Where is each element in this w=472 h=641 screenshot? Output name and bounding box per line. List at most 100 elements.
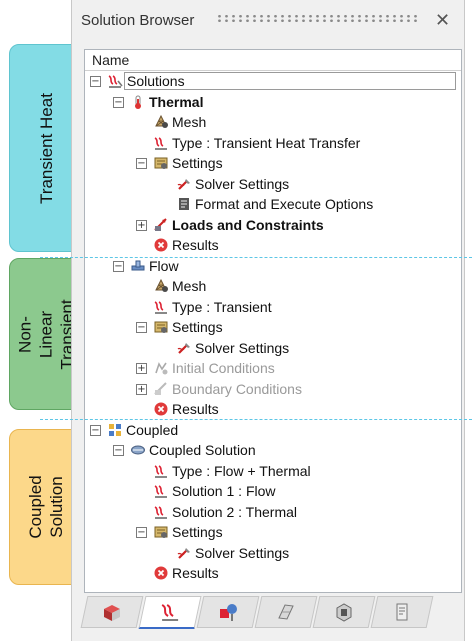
collapse-thermal-toggle[interactable]: −	[113, 96, 124, 108]
panel-title: Solution Browser	[81, 12, 195, 29]
results-icon	[153, 565, 169, 581]
tree-node-label: Settings	[172, 155, 223, 171]
tree-node-label: Settings	[172, 319, 223, 335]
tree-node-boundary-conditions[interactable]: Boundary Conditions	[153, 379, 302, 399]
collapse-coupled-toggle[interactable]: −	[90, 424, 101, 436]
tree-node-mesh[interactable]: Mesh	[153, 276, 206, 296]
mesh-icon	[153, 278, 169, 294]
collapse-settings-toggle[interactable]: −	[136, 158, 147, 169]
type-icon	[153, 135, 169, 151]
mesh-icon	[153, 114, 169, 130]
tree-node-label: Type : Flow + Thermal	[172, 462, 311, 479]
coupled-icon	[107, 422, 123, 438]
browser-tab-6[interactable]	[370, 596, 434, 628]
tree-node-label: Results	[172, 237, 219, 253]
type-icon	[153, 299, 169, 315]
tree-node-solver-settings[interactable]: Solver Settings	[176, 338, 289, 358]
browser-tab-5[interactable]	[312, 596, 376, 628]
tree-node-results[interactable]: Results	[153, 563, 219, 583]
tree-node-results[interactable]: Results	[153, 399, 219, 419]
tree-node-label: Boundary Conditions	[172, 380, 302, 397]
tree-node-type-flow-thermal[interactable]: Type : Flow + Thermal	[153, 461, 311, 481]
type-icon	[153, 483, 169, 499]
script-tab-icon	[391, 601, 413, 623]
parts-tab-icon	[217, 601, 239, 623]
geometry-tab-icon	[275, 601, 297, 623]
tree-node-label: Coupled	[126, 421, 179, 438]
browser-tab-2[interactable]	[138, 596, 202, 629]
solver-settings-icon	[176, 340, 192, 356]
tree-node-label: Mesh	[172, 114, 207, 130]
initial-conditions-icon	[153, 360, 169, 376]
view-tab-icon	[333, 601, 355, 623]
tree-node-coupled-solution[interactable]: Coupled Solution	[130, 440, 256, 460]
tree-node-label: Solver Settings	[195, 544, 290, 561]
browser-tab-1[interactable]	[80, 596, 144, 628]
tree-node-solutions[interactable]: Solutions	[107, 71, 456, 91]
collapse-settings-toggle[interactable]: −	[136, 322, 147, 333]
thermal-icon	[130, 94, 146, 110]
browser-tab-3[interactable]	[196, 596, 260, 628]
model-cubes-icon	[101, 601, 123, 623]
tree-node-mesh[interactable]: Mesh	[153, 112, 206, 132]
tree-node-flow[interactable]: Flow	[130, 256, 179, 276]
browser-tab-4[interactable]	[254, 596, 318, 628]
collapse-flow-toggle[interactable]: −	[113, 260, 124, 272]
tree-node-solver-settings[interactable]: Solver Settings	[176, 543, 289, 563]
tree-node-settings[interactable]: Settings	[153, 522, 223, 542]
solver-settings-icon	[176, 545, 192, 561]
tree-node-label: Mesh	[172, 278, 207, 294]
tree-node-label: Coupled Solution	[149, 442, 256, 458]
tree-node-label: Loads and Constraints	[172, 216, 324, 233]
tree-node-initial-conditions[interactable]: Initial Conditions	[153, 358, 275, 378]
solution-browser-panel: Solution Browser ✕ Name −Solutions−Therm…	[71, 0, 465, 641]
flow-icon	[130, 258, 146, 274]
tree-node-label: Type : Transient	[172, 298, 272, 315]
tree-node-settings[interactable]: Settings	[153, 317, 223, 337]
type-icon	[153, 504, 169, 520]
settings-icon	[153, 155, 169, 171]
tree-node-label: Solution 1 : Flow	[172, 483, 276, 499]
results-icon	[153, 401, 169, 417]
tree-node-settings[interactable]: Settings	[153, 153, 223, 173]
tree-node-label: Results	[172, 565, 219, 581]
tree-node-label: Results	[172, 401, 219, 417]
expand-loads-and-constraints-toggle[interactable]: +	[136, 219, 147, 231]
type-icon	[153, 463, 169, 479]
close-icon[interactable]: ✕	[435, 10, 451, 30]
collapse-coupled-solution-toggle[interactable]: −	[113, 445, 124, 456]
drag-grip-handle[interactable]	[216, 14, 421, 23]
expand-boundary-conditions-toggle[interactable]: +	[136, 383, 147, 395]
tree-node-type-transient[interactable]: Type : Transient	[153, 297, 272, 317]
tree-header-name[interactable]: Name	[85, 50, 461, 71]
tree-node-solver-settings[interactable]: Solver Settings	[176, 174, 289, 194]
tree-node-label: Flow	[149, 257, 179, 274]
tree-node-format-and-execute-options[interactable]: Format and Execute Options	[176, 194, 373, 214]
results-icon	[153, 237, 169, 253]
tree-node-type-transient-heat-transfer[interactable]: Type : Transient Heat Transfer	[153, 133, 360, 153]
coupled-solution-label: Coupled Solution	[9, 429, 83, 585]
tree-node-coupled[interactable]: Coupled	[107, 420, 178, 440]
coupled-solution-text: Coupled Solution	[26, 475, 66, 539]
tree-node-results[interactable]: Results	[153, 235, 219, 255]
transient-heat-text: Transient Heat	[36, 92, 56, 204]
solution-tab-icon	[159, 601, 181, 623]
boundary-conditions-icon	[153, 381, 169, 397]
solutions-icon	[107, 73, 123, 89]
collapse-settings-toggle[interactable]: −	[136, 527, 147, 538]
non-linear-transient-label: Non-Linear Transient	[9, 258, 83, 410]
tree-node-label: Settings	[172, 524, 223, 540]
tree-node-label: Format and Execute Options	[195, 196, 374, 212]
tree-node-loads-and-constraints[interactable]: Loads and Constraints	[153, 215, 324, 235]
tree-node-label: Solver Settings	[195, 339, 290, 356]
coupled-solution-icon	[130, 442, 146, 458]
tree-node-thermal[interactable]: Thermal	[130, 92, 203, 112]
expand-initial-conditions-toggle[interactable]: +	[136, 363, 147, 374]
browser-tab-bar	[80, 596, 460, 630]
tree-node-label: Initial Conditions	[172, 360, 275, 376]
collapse-solutions-toggle[interactable]: −	[90, 76, 101, 87]
tree-node-solution-2-thermal[interactable]: Solution 2 : Thermal	[153, 502, 297, 522]
tree-node-solution-1-flow[interactable]: Solution 1 : Flow	[153, 481, 276, 501]
format-options-icon	[176, 196, 192, 212]
